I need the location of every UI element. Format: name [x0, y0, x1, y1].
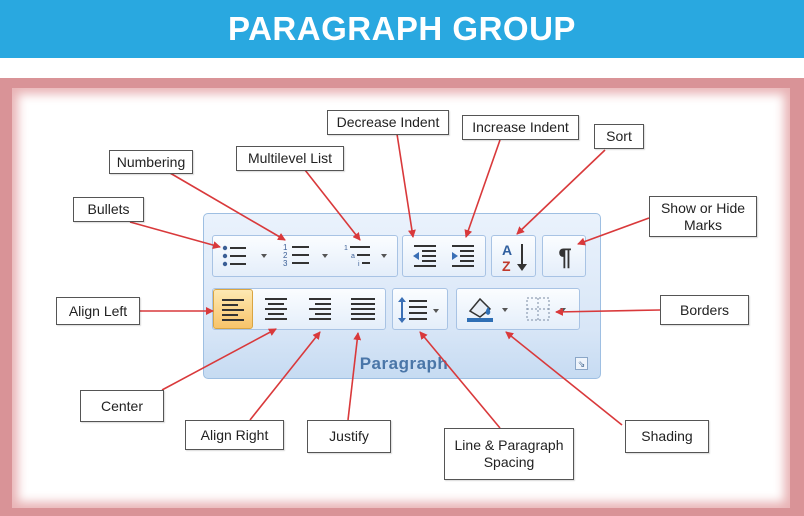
- bullets-icon: [222, 245, 267, 267]
- callout-line-paragraph-spacing: Line & Paragraph Spacing: [444, 428, 574, 480]
- sort-button[interactable]: A Z: [491, 235, 536, 277]
- svg-text:a: a: [351, 253, 355, 260]
- callout-center: Center: [80, 390, 164, 422]
- callout-show-hide-marks-line1: Show or Hide: [660, 199, 746, 216]
- arrow-shading: [505, 331, 623, 426]
- multilevel-list-icon: 1 a i: [344, 245, 387, 268]
- arrow-decrease-indent: [396, 133, 416, 238]
- shading-icon: [467, 297, 508, 322]
- callout-show-hide-marks-line2: Marks: [683, 216, 723, 233]
- bullets-button[interactable]: [213, 236, 273, 276]
- callout-increase-indent: Increase Indent: [462, 115, 579, 140]
- svg-text:1: 1: [344, 245, 348, 252]
- arrow-sort: [516, 149, 606, 235]
- increase-indent-icon: [452, 245, 474, 267]
- arrow-align-right: [249, 331, 321, 421]
- dialog-launcher-icon[interactable]: ⇘: [575, 357, 588, 370]
- callout-align-left: Align Left: [56, 297, 140, 325]
- shading-button[interactable]: [458, 289, 516, 329]
- arrow-show-hide-marks: [577, 217, 650, 246]
- line-paragraph-spacing-button[interactable]: [392, 288, 448, 330]
- sort-letter-a: A: [502, 242, 512, 258]
- center-icon: [265, 298, 287, 320]
- svg-text:2: 2: [283, 251, 288, 260]
- arrow-multilevel-list: [304, 169, 361, 241]
- svg-text:1: 1: [283, 243, 288, 252]
- multilevel-list-button[interactable]: 1 a i: [339, 236, 397, 276]
- align-right-button[interactable]: [299, 289, 339, 329]
- pilcrow-icon: ¶: [558, 244, 571, 271]
- numbering-button[interactable]: 1 2 3: [276, 236, 336, 276]
- paragraph-group: 1 2 3 1 a i: [203, 213, 601, 379]
- callout-borders: Borders: [660, 295, 749, 325]
- callout-align-right: Align Right: [185, 420, 284, 450]
- callout-justify: Justify: [307, 420, 391, 453]
- sort-letter-z: Z: [502, 258, 511, 274]
- justify-button[interactable]: [342, 289, 384, 329]
- callout-numbering: Numbering: [109, 150, 193, 174]
- callout-sort: Sort: [594, 124, 644, 149]
- arrow-line-spacing: [419, 331, 501, 429]
- arrow-increase-indent: [464, 139, 501, 238]
- callout-show-hide-marks: Show or Hide Marks: [649, 196, 757, 237]
- align-left-icon: [222, 299, 244, 321]
- align-right-icon: [309, 298, 331, 320]
- arrow-borders: [555, 307, 661, 316]
- center-button[interactable]: [256, 289, 296, 329]
- callout-multilevel-list: Multilevel List: [236, 146, 344, 171]
- callout-bullets: Bullets: [73, 197, 144, 222]
- arrow-bullets: [129, 221, 221, 249]
- line-spacing-icon: [398, 297, 439, 323]
- callout-decrease-indent: Decrease Indent: [327, 110, 449, 135]
- arrow-numbering: [169, 172, 286, 241]
- sort-icon: A Z: [502, 242, 527, 274]
- increase-indent-button[interactable]: [444, 236, 484, 276]
- decrease-indent-icon: [413, 245, 436, 267]
- pilcrow-glyph: ¶: [558, 244, 571, 271]
- numbering-icon: 1 2 3: [283, 243, 328, 268]
- justify-icon: [351, 298, 375, 320]
- page-title: PARAGRAPH GROUP: [228, 10, 576, 47]
- svg-text:3: 3: [283, 259, 288, 268]
- callout-line-spacing-line2: Spacing: [483, 454, 535, 470]
- header-banner: PARAGRAPH GROUP: [0, 0, 804, 58]
- svg-text:i: i: [358, 261, 360, 268]
- arrow-justify: [347, 332, 362, 421]
- callout-line-spacing-line1: Line & Paragraph: [454, 437, 564, 453]
- callout-shading: Shading: [625, 420, 709, 453]
- arrow-center: [161, 328, 277, 391]
- decrease-indent-button[interactable]: [404, 236, 444, 276]
- group-title: Paragraph: [359, 354, 449, 373]
